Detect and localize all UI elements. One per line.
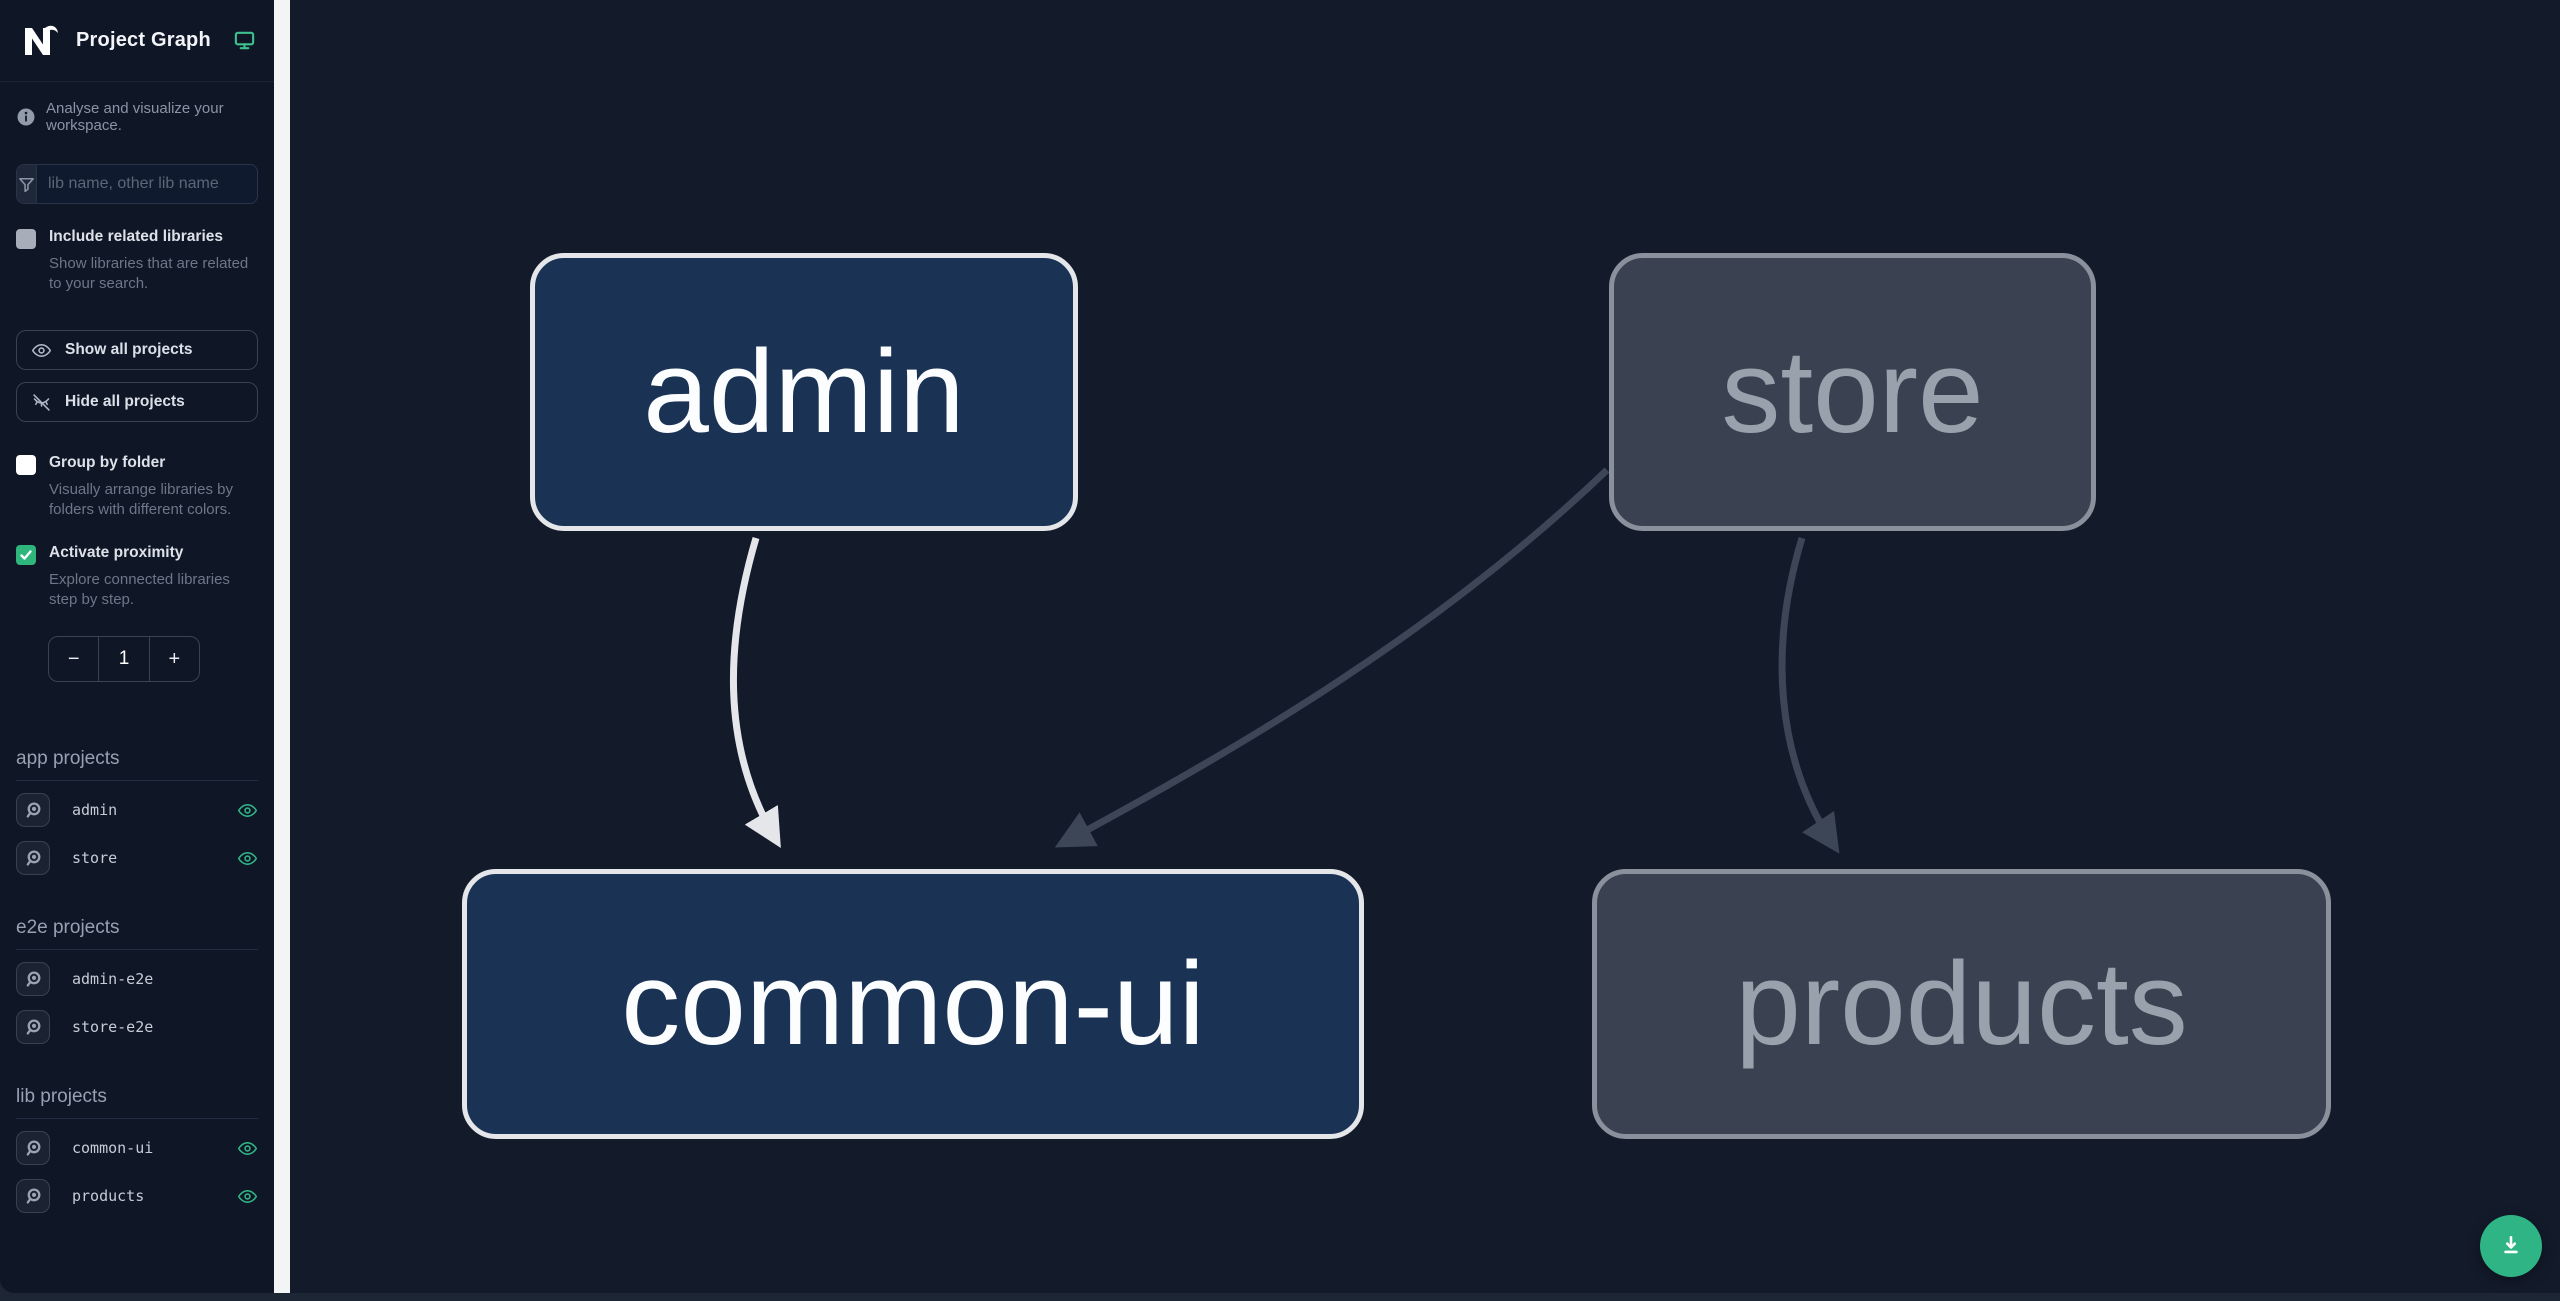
- e2e-projects-section: e2e projects admin-e2e store-e2e: [16, 917, 258, 1046]
- focus-project-icon[interactable]: [16, 793, 50, 827]
- node-label: products: [1735, 938, 2188, 1070]
- activate-proximity-label: Activate proximity: [49, 544, 184, 561]
- visibility-eye-icon[interactable]: [237, 1138, 258, 1159]
- graph-node-products[interactable]: products: [1592, 869, 2331, 1139]
- hide-all-projects-label: Hide all projects: [65, 393, 185, 410]
- visibility-eye-icon[interactable]: [237, 848, 258, 869]
- proximity-value-input[interactable]: [98, 637, 150, 681]
- app-projects-section: app projects admin store: [16, 748, 258, 877]
- app-projects-heading: app projects: [16, 748, 258, 781]
- tagline-text: Analyse and visualize your workspace.: [46, 100, 224, 134]
- project-row-common-ui[interactable]: common-ui: [16, 1129, 258, 1167]
- download-icon: [2498, 1233, 2524, 1259]
- page-title: Project Graph: [76, 29, 211, 51]
- project-name: common-ui: [72, 1139, 154, 1157]
- graph-node-common-ui[interactable]: common-ui: [462, 869, 1364, 1139]
- group-by-folder-checkbox-row[interactable]: Group by folder Visually arrange librari…: [16, 454, 258, 520]
- download-graph-button[interactable]: [2480, 1215, 2542, 1277]
- edge-store-to-products: [1778, 536, 1840, 854]
- info-icon: [16, 107, 36, 127]
- monitor-icon[interactable]: [233, 29, 256, 52]
- eye-icon: [31, 340, 52, 361]
- graph-node-store[interactable]: store: [1609, 253, 2096, 531]
- lib-projects-heading: lib projects: [16, 1086, 258, 1119]
- group-by-folder-label: Group by folder: [49, 454, 166, 471]
- search-box: [16, 164, 258, 204]
- sidebar-resize-divider[interactable]: [274, 0, 290, 1293]
- focus-project-icon[interactable]: [16, 962, 50, 996]
- include-related-checkbox[interactable]: [16, 229, 36, 249]
- show-all-projects-button[interactable]: Show all projects: [16, 330, 258, 370]
- graph-node-admin[interactable]: admin: [530, 253, 1078, 531]
- include-related-label: Include related libraries: [49, 228, 224, 245]
- focus-project-icon[interactable]: [16, 1131, 50, 1165]
- project-name: admin-e2e: [72, 970, 154, 988]
- e2e-projects-heading: e2e projects: [16, 917, 258, 950]
- eye-off-icon: [31, 392, 52, 413]
- project-row-store-e2e[interactable]: store-e2e: [16, 1008, 258, 1046]
- search-input[interactable]: [37, 165, 257, 203]
- edge-admin-to-common-ui: [729, 537, 781, 848]
- project-name: store: [72, 849, 118, 867]
- project-row-store[interactable]: store: [16, 839, 258, 877]
- group-by-folder-description: Visually arrange libraries by folders wi…: [49, 481, 233, 518]
- visibility-eye-icon[interactable]: [237, 1186, 258, 1207]
- show-all-projects-label: Show all projects: [65, 341, 193, 358]
- project-row-admin[interactable]: admin: [16, 791, 258, 829]
- horizontal-scrollbar-track[interactable]: [0, 1293, 2560, 1301]
- include-related-checkbox-row[interactable]: Include related libraries Show libraries…: [16, 228, 258, 294]
- project-name: products: [72, 1187, 145, 1205]
- proximity-increment-button[interactable]: +: [150, 637, 199, 681]
- lib-projects-section: lib projects common-ui products: [16, 1086, 258, 1215]
- focus-project-icon[interactable]: [16, 1179, 50, 1213]
- graph-canvas[interactable]: admin store common-ui products: [290, 0, 2560, 1293]
- node-label: store: [1721, 326, 1984, 458]
- activate-proximity-description: Explore connected libraries step by step…: [49, 571, 230, 608]
- project-row-products[interactable]: products: [16, 1177, 258, 1215]
- project-name: admin: [72, 801, 118, 819]
- sidebar-header: Project Graph: [0, 0, 274, 82]
- sidebar: Project Graph Analyse and visualize your…: [0, 0, 274, 1293]
- node-label: common-ui: [621, 938, 1205, 1070]
- group-by-folder-checkbox[interactable]: [16, 455, 36, 475]
- activate-proximity-checkbox[interactable]: [16, 545, 36, 565]
- focus-project-icon[interactable]: [16, 1010, 50, 1044]
- nx-logo: [18, 19, 62, 63]
- node-label: admin: [643, 326, 965, 458]
- activate-proximity-checkbox-row[interactable]: Activate proximity Explore connected lib…: [16, 544, 258, 610]
- hide-all-projects-button[interactable]: Hide all projects: [16, 382, 258, 422]
- edge-store-to-common-ui: [1054, 467, 1610, 848]
- include-related-description: Show libraries that are related to your …: [49, 255, 249, 292]
- proximity-stepper: − +: [48, 636, 200, 682]
- project-row-admin-e2e[interactable]: admin-e2e: [16, 960, 258, 998]
- filter-funnel-icon: [17, 165, 37, 203]
- project-name: store-e2e: [72, 1018, 154, 1036]
- workspace-tagline: Analyse and visualize your workspace.: [16, 100, 258, 134]
- visibility-eye-icon[interactable]: [237, 800, 258, 821]
- focus-project-icon[interactable]: [16, 841, 50, 875]
- proximity-decrement-button[interactable]: −: [49, 637, 98, 681]
